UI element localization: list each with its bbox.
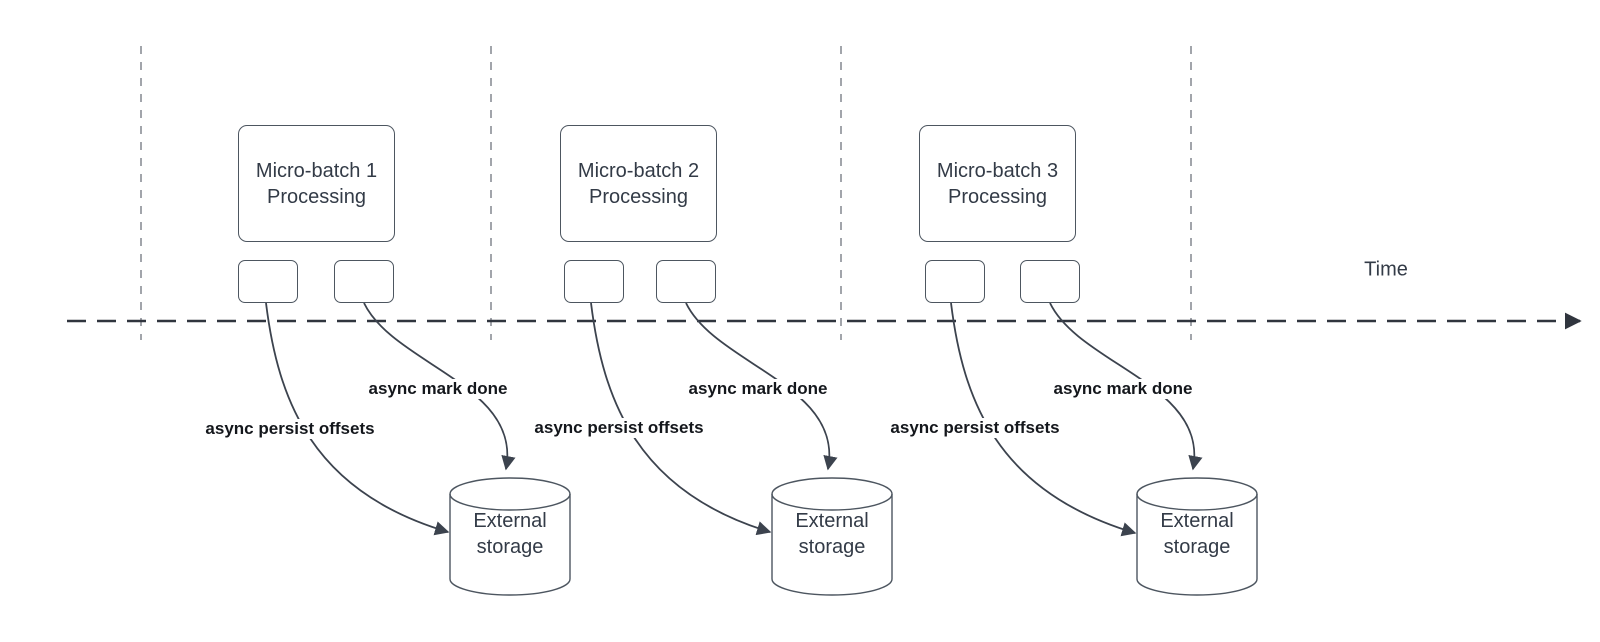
batch-3-persist-offsets-arrow (950, 302, 1137, 537)
batch-1-storage-cylinder (449, 477, 571, 596)
storage-label-line1: External (473, 510, 547, 532)
storage-label-line2: storage (798, 536, 866, 558)
batch-1-mark-done-task-box (334, 260, 394, 303)
batch-2-mark-done-task-box (656, 260, 716, 303)
batch-2-persist-offsets-arrow (590, 302, 772, 536)
batch-2-mark-done-arrow (685, 302, 838, 471)
storage-label-line2: storage (1163, 536, 1231, 558)
time-label: Time (1364, 258, 1408, 281)
batch-2-persist-offsets-label: async persist offsets (531, 418, 707, 438)
micro-batch-2-subtitle: Processing (589, 185, 688, 208)
micro-batch-2-box: Micro-batch 2 Processing (560, 125, 717, 242)
batch-3-storage-cylinder (1136, 477, 1258, 596)
micro-batch-3-title: Micro-batch 3 (936, 159, 1059, 182)
storage-label-line2: storage (476, 536, 544, 558)
micro-batch-3-subtitle: Processing (948, 185, 1047, 208)
micro-batch-3-box: Micro-batch 3 Processing (919, 125, 1076, 242)
batch-3-persist-offsets-label: async persist offsets (887, 418, 1063, 438)
storage-label-line1: External (1160, 510, 1234, 532)
batch-3-offsets-task-box (925, 260, 985, 303)
batch-1-mark-done-arrow (363, 302, 516, 471)
batch-1-persist-offsets-arrow (265, 302, 450, 536)
micro-batch-2-title: Micro-batch 2 (577, 159, 700, 182)
batch-2-offsets-task-box (564, 260, 624, 303)
storage-label-line1: External (795, 510, 869, 532)
batch-1-storage-label: External storage (450, 506, 570, 562)
batch-1-persist-offsets-label: async persist offsets (202, 419, 378, 439)
micro-batch-1-subtitle: Processing (267, 185, 366, 208)
batch-2-storage-label: External storage (772, 506, 892, 562)
batch-1-offsets-task-box (238, 260, 298, 303)
batch-3-storage-label: External storage (1137, 506, 1257, 562)
batch-3-mark-done-task-box (1020, 260, 1080, 303)
batch-3-mark-done-label: async mark done (1050, 379, 1196, 399)
batch-2-mark-done-label: async mark done (685, 379, 831, 399)
batch-2-storage-cylinder (771, 477, 893, 596)
batch-1-mark-done-label: async mark done (365, 379, 511, 399)
micro-batch-1-box: Micro-batch 1 Processing (238, 125, 395, 242)
batch-3-mark-done-arrow (1049, 302, 1203, 471)
micro-batch-1-title: Micro-batch 1 (255, 159, 378, 182)
